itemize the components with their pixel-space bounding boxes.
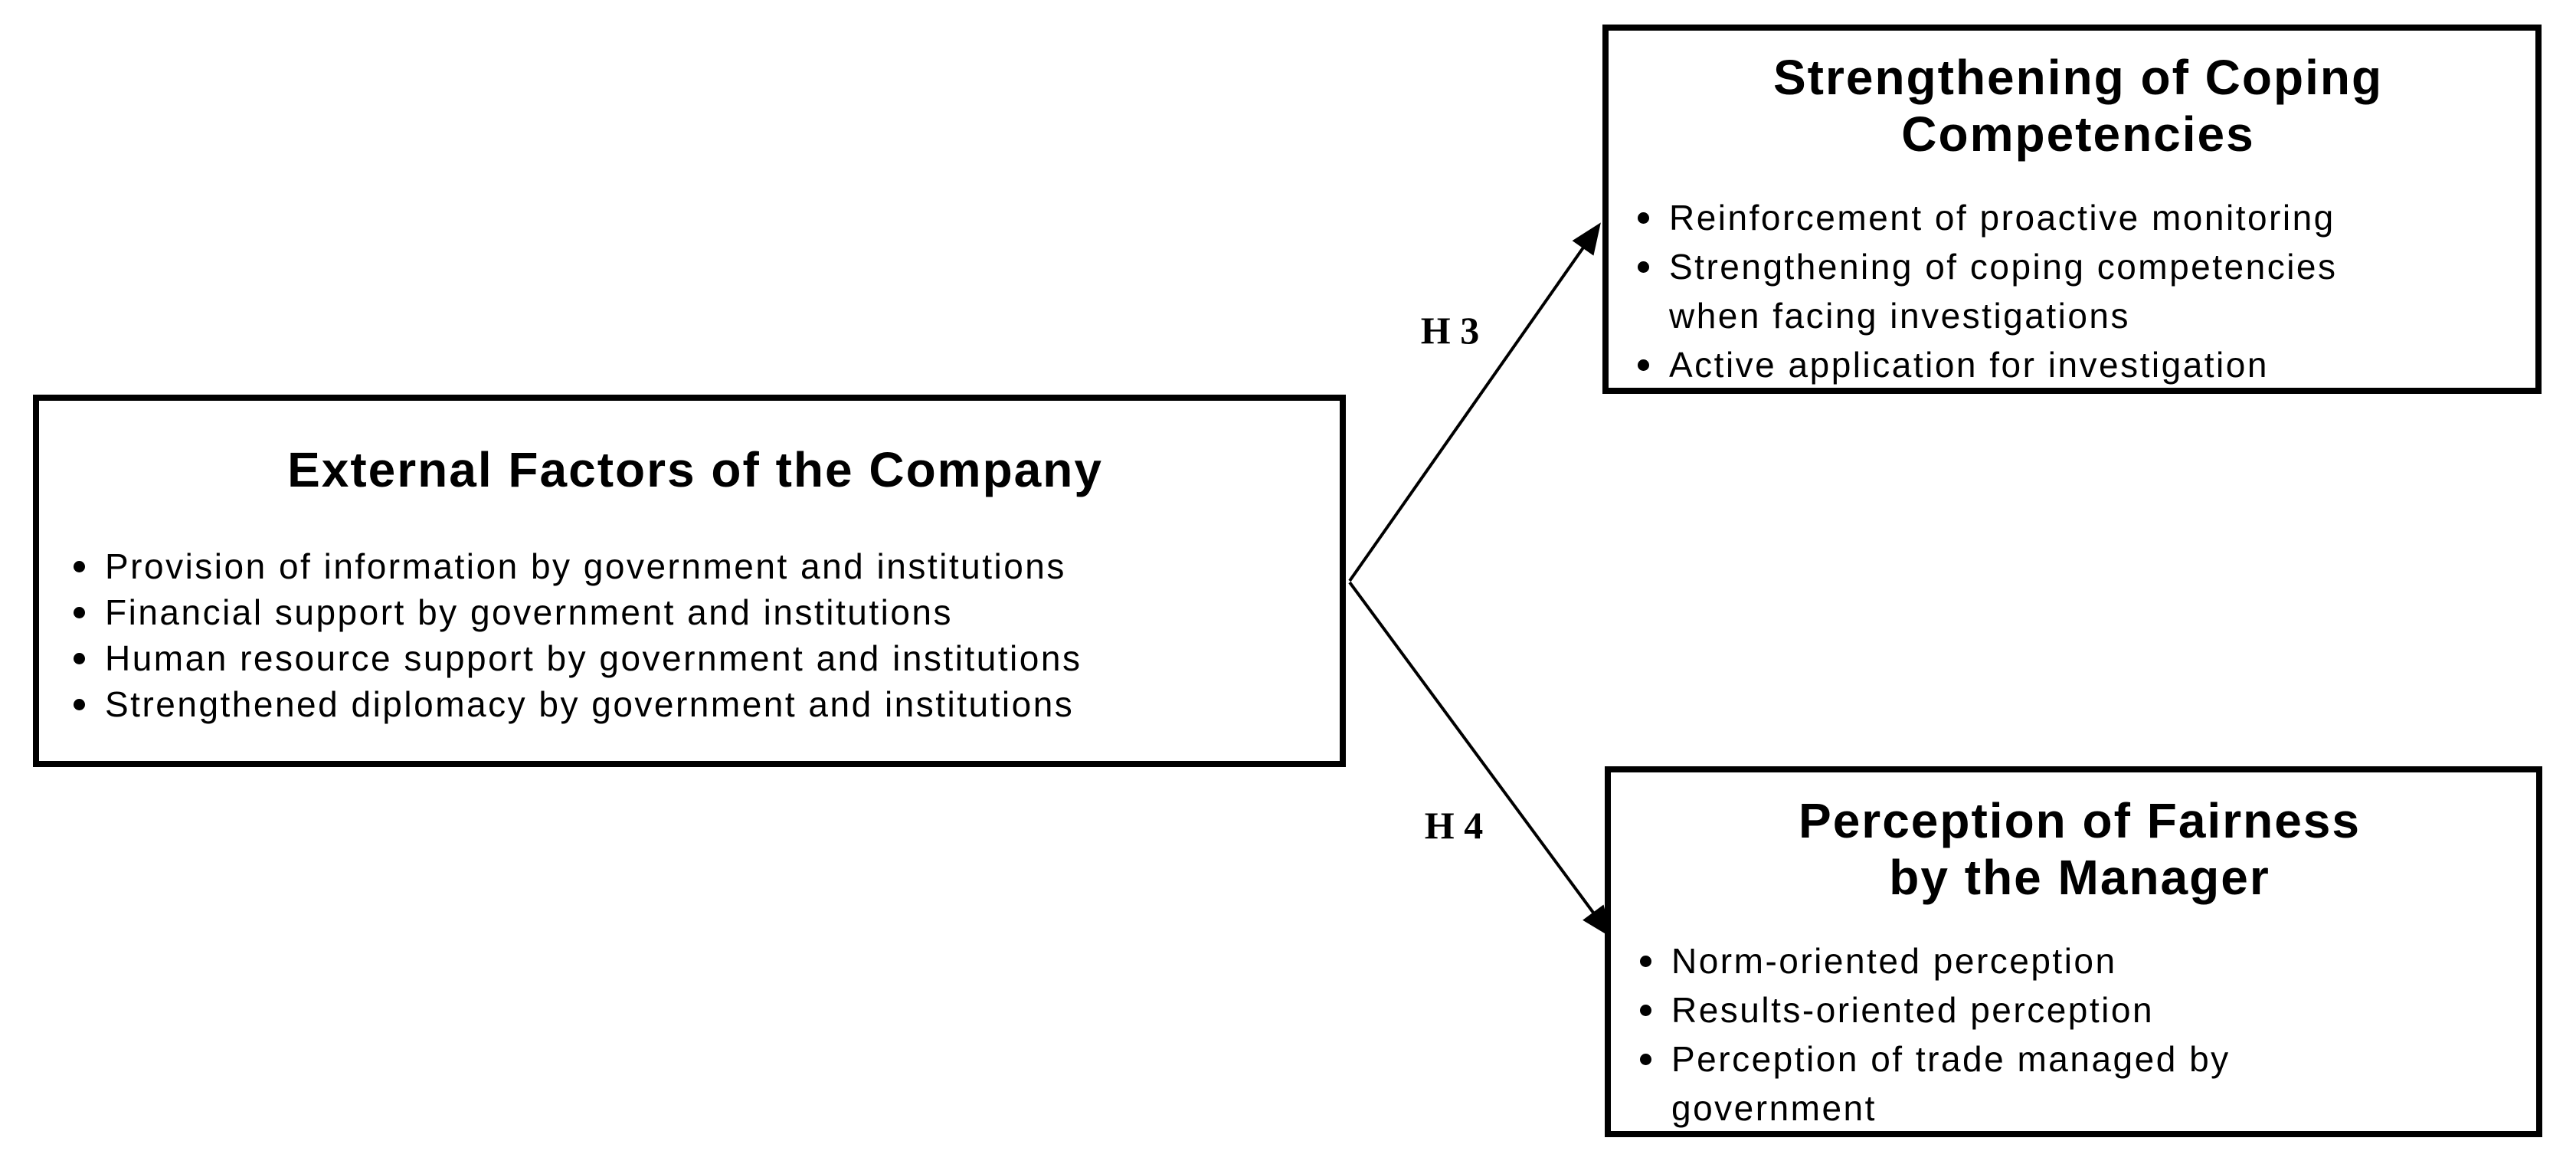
bullet-icon bbox=[1638, 359, 1649, 371]
fairness-perception-title: Perception of Fairness by the Manager bbox=[1799, 793, 2361, 905]
fairness-perception-bullet-list: Norm-oriented perception Results-oriente… bbox=[1640, 936, 2519, 1133]
coping-competencies-bullet-list: Reinforcement of proactive monitoring St… bbox=[1638, 193, 2519, 389]
external-factors-title: External Factors of the Company bbox=[287, 442, 1103, 497]
list-item: Strengthened diplomacy by government and… bbox=[74, 681, 1317, 727]
hypothesis-label-h4: H 4 bbox=[1424, 804, 1484, 847]
list-item: Reinforcement of proactive monitoring bbox=[1638, 193, 2519, 242]
bullet-icon bbox=[74, 653, 85, 664]
bullet-icon bbox=[1640, 1054, 1651, 1065]
bullet-label: Strengthening of coping competencies whe… bbox=[1669, 247, 2338, 336]
hypothesis-label-h3: H 3 bbox=[1420, 309, 1480, 352]
bullet-label: Strengthened diplomacy by government and… bbox=[105, 684, 1075, 724]
bullet-icon bbox=[1638, 212, 1649, 224]
list-item: Perception of trade managed by governmen… bbox=[1640, 1034, 2519, 1133]
h4-arrow bbox=[1348, 581, 1612, 938]
bullet-icon bbox=[74, 699, 85, 710]
list-item: Active application for investigation bbox=[1638, 340, 2519, 389]
list-item: Provision of information by government a… bbox=[74, 543, 1317, 589]
bullet-label: Reinforcement of proactive monitoring bbox=[1669, 198, 2335, 238]
coping-competencies-box: Strengthening of Coping Competencies Rei… bbox=[1602, 25, 2542, 394]
bullet-label: Provision of information by government a… bbox=[105, 546, 1066, 586]
bullet-icon bbox=[1640, 956, 1651, 967]
external-factors-bullet-list: Provision of information by government a… bbox=[74, 543, 1317, 727]
list-item: Results-oriented perception bbox=[1640, 985, 2519, 1034]
bullet-icon bbox=[74, 561, 85, 572]
bullet-label: Perception of trade managed by governmen… bbox=[1671, 1039, 2231, 1128]
external-factors-box: External Factors of the Company Provisio… bbox=[33, 395, 1346, 767]
bullet-icon bbox=[1638, 261, 1649, 273]
bullet-label: Human resource support by government and… bbox=[105, 638, 1082, 678]
fairness-perception-box: Perception of Fairness by the Manager No… bbox=[1605, 766, 2542, 1137]
coping-competencies-title: Strengthening of Coping Competencies bbox=[1772, 50, 2384, 162]
list-item: Strengthening of coping competencies whe… bbox=[1638, 242, 2519, 340]
list-item: Financial support by government and inst… bbox=[74, 589, 1317, 635]
bullet-label: Active application for investigation bbox=[1669, 345, 2269, 385]
bullet-icon bbox=[74, 607, 85, 618]
list-item: Human resource support by government and… bbox=[74, 635, 1317, 681]
list-item: Norm-oriented perception bbox=[1640, 936, 2519, 985]
bullet-label: Financial support by government and inst… bbox=[105, 592, 954, 632]
bullet-label: Norm-oriented perception bbox=[1671, 941, 2117, 981]
h3-arrow bbox=[1348, 222, 1601, 582]
bullet-label: Results-oriented perception bbox=[1671, 990, 2155, 1030]
bullet-icon bbox=[1640, 1005, 1651, 1016]
